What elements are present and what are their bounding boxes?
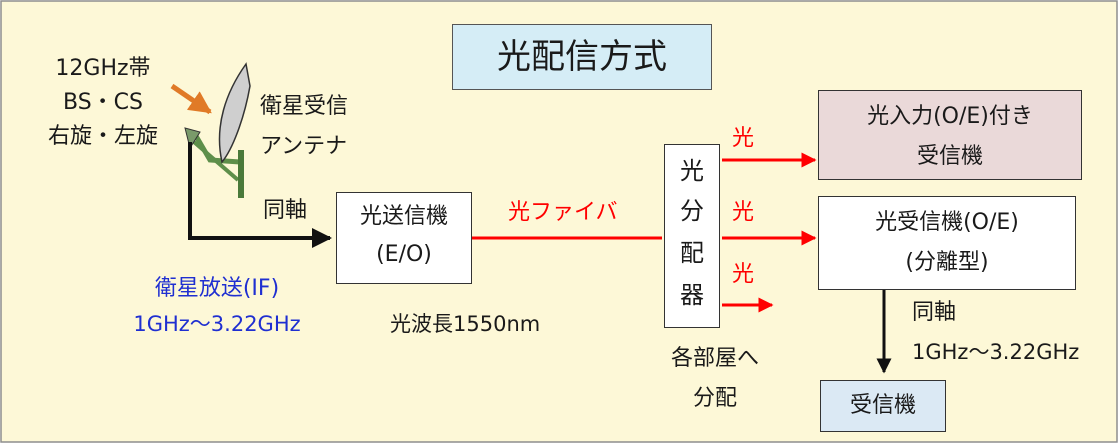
receiver-sep-line1: 光受信機(O/E): [875, 210, 1019, 235]
optical-label-1: 光: [732, 126, 755, 151]
output-coax-freq: 1GHz～3.22GHz: [912, 340, 1080, 364]
antenna-label-2: アンテナ: [260, 134, 348, 159]
final-receiver-box: 受信機: [820, 380, 946, 432]
receiver-sep-box: [818, 196, 1076, 290]
antenna-label-1: 衛星受信: [260, 94, 349, 119]
broadcast-label-2: 1GHz～3.22GHz: [133, 312, 301, 336]
wavelength-label: 光波長1550nm: [390, 312, 541, 336]
broadcast-label-1: 衛星放送(IF): [154, 276, 280, 301]
input-service: BS・CS: [63, 90, 143, 115]
title-box: 光配信方式: [452, 24, 712, 90]
splitter-char-2: 分: [680, 197, 704, 225]
receiver-oe-line2: 受信機: [916, 144, 983, 169]
splitter-char-1: 光: [680, 157, 704, 185]
splitter-char-4: 器: [680, 281, 704, 309]
satellite-dish-icon: [218, 62, 251, 164]
fiber-label: 光ファイバ: [508, 200, 618, 225]
signal-arrow: [170, 83, 212, 115]
final-receiver-label: 受信機: [849, 393, 916, 418]
distribute-note-2: 分配: [692, 386, 737, 411]
splitter-char-3: 配: [680, 239, 704, 267]
transmitter-line1: 光送信機: [359, 204, 448, 229]
coax-label: 同軸: [263, 198, 308, 223]
receiver-oe-line1: 光入力(O/E)付き: [867, 104, 1033, 129]
input-band: 12GHz帯: [55, 56, 151, 81]
optical-label-3: 光: [732, 262, 755, 287]
distribute-note-1: 各部屋へ: [670, 346, 759, 371]
optical-splitter-box: [664, 144, 720, 328]
input-polarization: 右旋・左旋: [47, 124, 158, 149]
receiver-oe-box: [818, 90, 1082, 180]
receiver-sep-line2: (分離型): [905, 250, 989, 275]
output-coax-label: 同軸: [912, 300, 957, 325]
optical-label-2: 光: [732, 200, 755, 225]
coax-line: [188, 142, 332, 248]
optical-transmitter-box: [336, 192, 472, 284]
transmitter-line2: (E/O): [376, 242, 432, 267]
diagram-title: 光配信方式: [497, 37, 667, 77]
